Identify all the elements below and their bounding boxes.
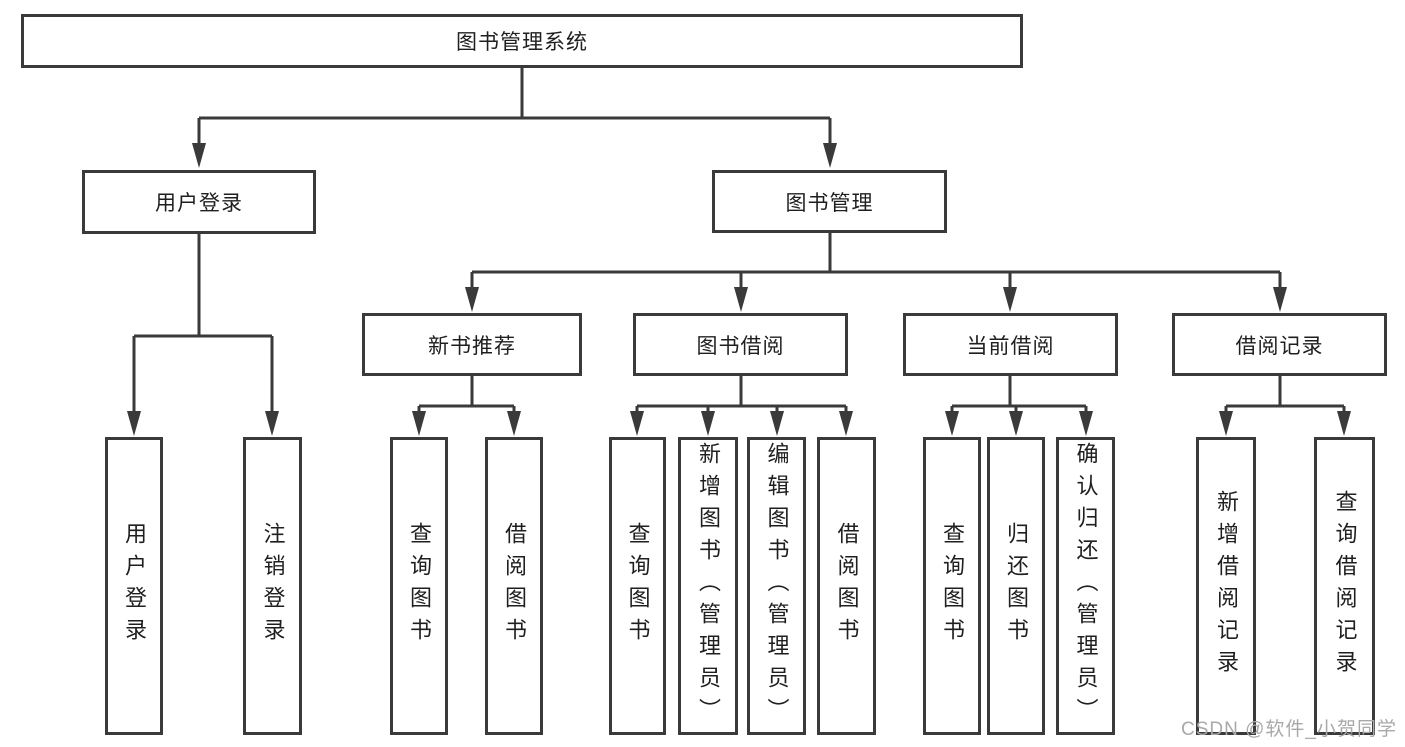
node-book-management: 图书管理 [712,170,947,233]
leaf-confirm-return-admin: 确认归还（管理员） [1056,437,1115,735]
leaf-query-books-borrow: 查询图书 [609,437,666,735]
leaf-label: 查询借阅记录 [1332,490,1358,682]
leaf-label: 查询图书 [625,522,651,650]
leaf-label: 用户登录 [122,522,147,650]
leaf-label: 借阅图书 [502,522,527,650]
node-user-login: 用户登录 [82,170,316,234]
leaf-return-books: 归还图书 [987,437,1045,735]
node-borrow-records: 借阅记录 [1172,313,1387,376]
node-current-borrow: 当前借阅 [903,313,1118,376]
leaf-logout: 注销登录 [243,437,302,735]
leaf-borrow-books: 借阅图书 [817,437,876,735]
leaf-query-borrow-record: 查询借阅记录 [1314,437,1375,735]
node-book-borrow: 图书借阅 [633,313,848,376]
leaf-label: 新增借阅记录 [1214,490,1239,682]
leaf-edit-books-admin: 编辑图书（管理员） [747,437,806,735]
node-library-system: 图书管理系统 [21,14,1023,68]
leaf-add-books-admin: 新增图书（管理员） [678,437,738,735]
leaf-label: 编辑图书（管理员） [764,442,790,730]
leaf-label: 借阅图书 [834,522,860,650]
leaf-add-borrow-record: 新增借阅记录 [1196,437,1256,735]
csdn-watermark: CSDN @软件_小贺同学 [1181,719,1397,740]
leaf-user-login: 用户登录 [105,437,163,735]
leaf-label: 确认归还（管理员） [1073,442,1099,730]
leaf-borrow-books-recommend: 借阅图书 [485,437,543,735]
leaf-label: 注销登录 [260,522,286,650]
leaf-query-books-recommend: 查询图书 [390,437,448,735]
leaf-label: 归还图书 [1004,522,1029,650]
leaf-label: 新增图书（管理员） [696,442,721,730]
leaf-label: 查询图书 [407,522,432,650]
leaf-query-books-current: 查询图书 [923,437,981,735]
leaf-label: 查询图书 [940,522,965,650]
node-new-book-recommend: 新书推荐 [362,313,582,376]
